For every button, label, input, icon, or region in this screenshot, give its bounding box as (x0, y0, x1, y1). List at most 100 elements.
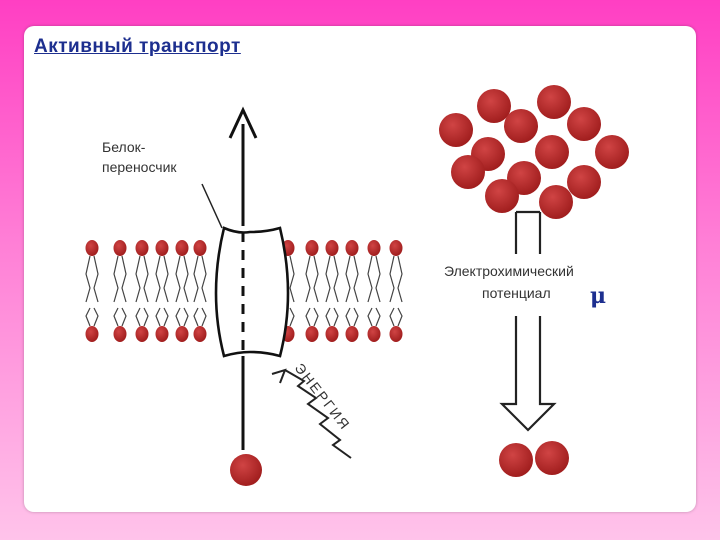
lipid-head (193, 326, 207, 342)
lipid-tail (121, 307, 127, 327)
lipid-tail (113, 255, 119, 303)
lipid-tail (333, 255, 339, 303)
lipid-head (155, 326, 169, 342)
lipid-tail (397, 307, 403, 327)
lipid-tail (155, 255, 161, 303)
lipid-tail (345, 255, 351, 303)
lipid-tail (183, 307, 189, 327)
particle-cluster (439, 85, 629, 219)
particle (539, 185, 573, 219)
lipid-molecule (113, 240, 127, 342)
page-title: Активный транспорт (34, 36, 241, 57)
transport-arrowhead (228, 106, 258, 139)
lipid-tail (353, 307, 359, 327)
lipid-head (135, 240, 149, 256)
lipid-head (345, 240, 359, 256)
particle (499, 443, 533, 477)
lipid-head (305, 240, 319, 256)
lipid-molecule (193, 240, 207, 342)
lipid-molecule (345, 240, 359, 342)
lipid-head (345, 326, 359, 342)
lipid-head (193, 240, 207, 256)
lipid-tail (121, 255, 127, 303)
lipid-head (155, 240, 169, 256)
lipid-tail (143, 255, 149, 303)
particle (535, 441, 569, 475)
lipid-tail (93, 307, 99, 327)
lipid-head (85, 240, 99, 256)
lipid-head (325, 240, 339, 256)
lipid-molecule (389, 240, 403, 342)
lipid-tail (135, 255, 141, 303)
carrier-label-line1: Белок- (102, 139, 146, 155)
lipid-tail (193, 255, 199, 303)
lipid-molecule (85, 240, 99, 342)
lipid-tail (289, 307, 295, 327)
lipid-head (367, 240, 381, 256)
lipid-tail (201, 255, 207, 303)
lipid-tail (93, 255, 99, 303)
slide-panel: Активный транспорт ЭНЕРГИЯ Белок- пер (24, 26, 696, 512)
energy-arrowhead (271, 368, 287, 384)
lipid-tail (325, 307, 331, 327)
lipid-molecule (175, 240, 189, 342)
lipid-head (175, 326, 189, 342)
transported-particle (230, 454, 262, 486)
lipid-tail (85, 255, 91, 303)
mu-symbol: μ (590, 283, 606, 309)
lipid-tail (113, 307, 119, 327)
lipid-tail (397, 255, 403, 303)
potential-label-line2: потенциал (482, 285, 551, 301)
lipid-tail (389, 307, 395, 327)
particle (439, 113, 473, 147)
potential-arrow-lower (499, 316, 557, 432)
particle-pair (499, 441, 569, 477)
carrier-label-line2: переносчик (102, 159, 177, 175)
energy-zigzag-arrow (284, 369, 352, 459)
particle (567, 107, 601, 141)
lipid-tail (313, 255, 319, 303)
lipid-tail (333, 307, 339, 327)
lipid-tail (305, 307, 311, 327)
lipid-head (85, 326, 99, 342)
lipid-molecule (325, 240, 339, 342)
lipid-head (325, 326, 339, 342)
potential-arrow-upper (514, 210, 542, 254)
lipid-tail (193, 307, 199, 327)
particle (477, 89, 511, 123)
lipid-head (367, 326, 381, 342)
lipid-tail (85, 307, 91, 327)
lipid-tail (305, 255, 311, 303)
lipid-molecule (155, 240, 169, 342)
lipid-tail (135, 307, 141, 327)
particle (504, 109, 538, 143)
lipid-tail (375, 307, 381, 327)
lipid-molecule (367, 240, 381, 342)
lipid-tail (163, 307, 169, 327)
lipid-head (113, 240, 127, 256)
lipid-tail (289, 255, 295, 303)
lipid-head (389, 240, 403, 256)
lipid-tail (367, 307, 373, 327)
lipid-tail (353, 255, 359, 303)
lipid-tail (175, 255, 181, 303)
lipid-tail (313, 307, 319, 327)
lipid-tail (367, 255, 373, 303)
lipid-molecule (305, 240, 319, 342)
lipid-tail (183, 255, 189, 303)
lipid-tail (375, 255, 381, 303)
lipid-molecule (135, 240, 149, 342)
particle (595, 135, 629, 169)
lipid-head (389, 326, 403, 342)
lipid-tail (345, 307, 351, 327)
lipid-head (305, 326, 319, 342)
lipid-tail (201, 307, 207, 327)
lipid-tail (155, 307, 161, 327)
potential-label-line1: Электрохимический (444, 263, 574, 279)
lipid-tail (163, 255, 169, 303)
carrier-protein-shape (214, 226, 290, 358)
carrier-label-pointer (201, 183, 223, 229)
lipid-tail (325, 255, 331, 303)
lipid-head (135, 326, 149, 342)
particle (451, 155, 485, 189)
